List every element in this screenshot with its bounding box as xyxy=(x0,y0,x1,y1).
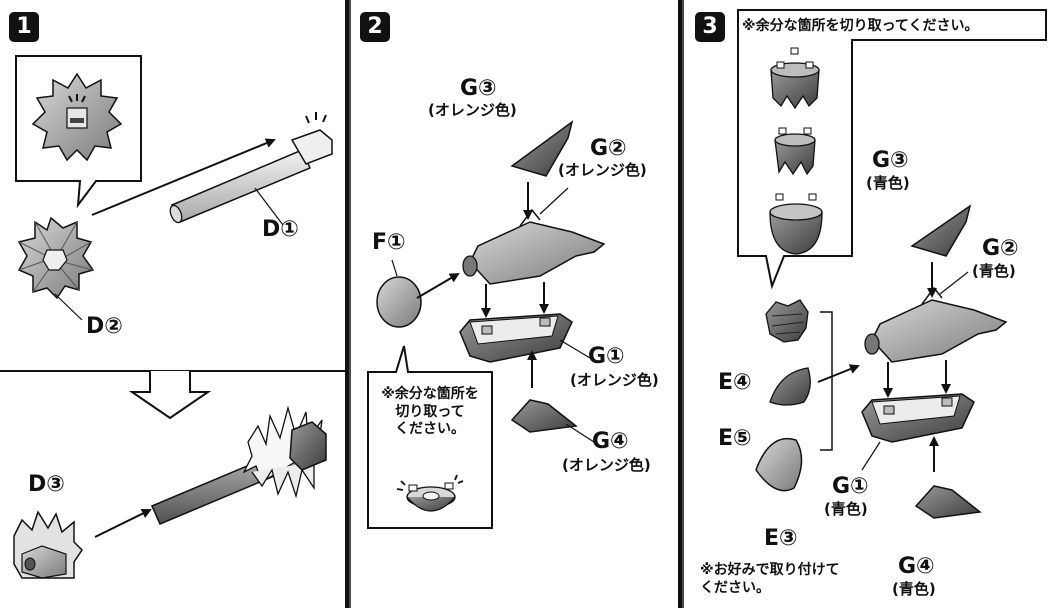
step-badge-1: 1 xyxy=(9,12,39,42)
fin-bottom-blue xyxy=(914,485,982,519)
label-rod-part: D① xyxy=(262,217,299,242)
fin-top-blue xyxy=(910,204,972,257)
label-option-e3: E③ xyxy=(764,526,798,551)
label-ball-part: F① xyxy=(372,230,406,255)
assembly-arrow xyxy=(91,138,276,216)
fin-top xyxy=(510,120,574,177)
panel-3 xyxy=(737,9,1047,519)
ship-base-blue xyxy=(861,393,975,443)
panel-1 xyxy=(13,55,333,579)
ship-body-blue xyxy=(864,286,1008,363)
label-fin-bottom: G④ xyxy=(592,429,629,454)
note-cut-excess-top: ※余分な箇所を切り取ってください。 xyxy=(742,18,979,34)
label-ship-body-color: (オレンジ色) xyxy=(558,161,647,179)
hand-option-e3 xyxy=(755,437,803,492)
note-cut-excess: ※余分な箇所を 切り取って ください。 xyxy=(381,386,479,437)
label-fin-bottom-blue: G④ xyxy=(898,554,935,579)
ship-body xyxy=(462,208,606,285)
step-badge-3: 3 xyxy=(695,12,725,42)
label-option-e5: E⑤ xyxy=(718,426,752,451)
label-ship-body-blue-color: (青色) xyxy=(972,262,1016,280)
hand-option-e5 xyxy=(769,367,811,406)
hand-variant-b xyxy=(774,127,816,176)
bowl-closeup xyxy=(396,474,464,512)
label-option-e4: E④ xyxy=(718,370,752,395)
label-fin-top-color: (オレンジ色) xyxy=(428,101,517,119)
label-ship-base: G① xyxy=(588,344,625,369)
label-flower-part: D② xyxy=(86,314,123,339)
rod-part xyxy=(169,112,333,224)
label-ship-base-color: (オレンジ色) xyxy=(570,371,659,389)
label-fin-bottom-color: (オレンジ色) xyxy=(562,456,651,474)
panel-2 xyxy=(367,120,606,529)
fin-bottom xyxy=(510,399,578,433)
label-ship-body: G② xyxy=(590,136,627,161)
ship-base xyxy=(459,313,573,363)
label-fin-bottom-blue-color: (青色) xyxy=(892,580,936,598)
note-optional-attach: ※お好みで取り付けて ください。 xyxy=(700,562,840,596)
options-bracket xyxy=(820,311,833,451)
flower-part xyxy=(17,216,95,300)
hand-variant-a xyxy=(770,47,820,110)
label-hand-part: D③ xyxy=(28,472,65,497)
label-ship-body-blue: G② xyxy=(982,236,1019,261)
step-badge-2: 2 xyxy=(360,12,390,42)
hand-variant-c xyxy=(769,193,823,255)
hand-option-e4 xyxy=(765,299,809,343)
label-ship-base-blue: G① xyxy=(832,474,869,499)
assembled-rod xyxy=(151,405,327,525)
label-ship-base-blue-color: (青色) xyxy=(824,500,868,518)
label-fin-top: G③ xyxy=(460,76,497,101)
flower-closeup xyxy=(31,72,123,162)
label-fin-top-blue: G③ xyxy=(872,148,909,173)
hand-part xyxy=(13,510,83,579)
next-step-arrow xyxy=(128,371,212,420)
ball-part xyxy=(376,276,422,328)
label-fin-top-blue-color: (青色) xyxy=(866,174,910,192)
